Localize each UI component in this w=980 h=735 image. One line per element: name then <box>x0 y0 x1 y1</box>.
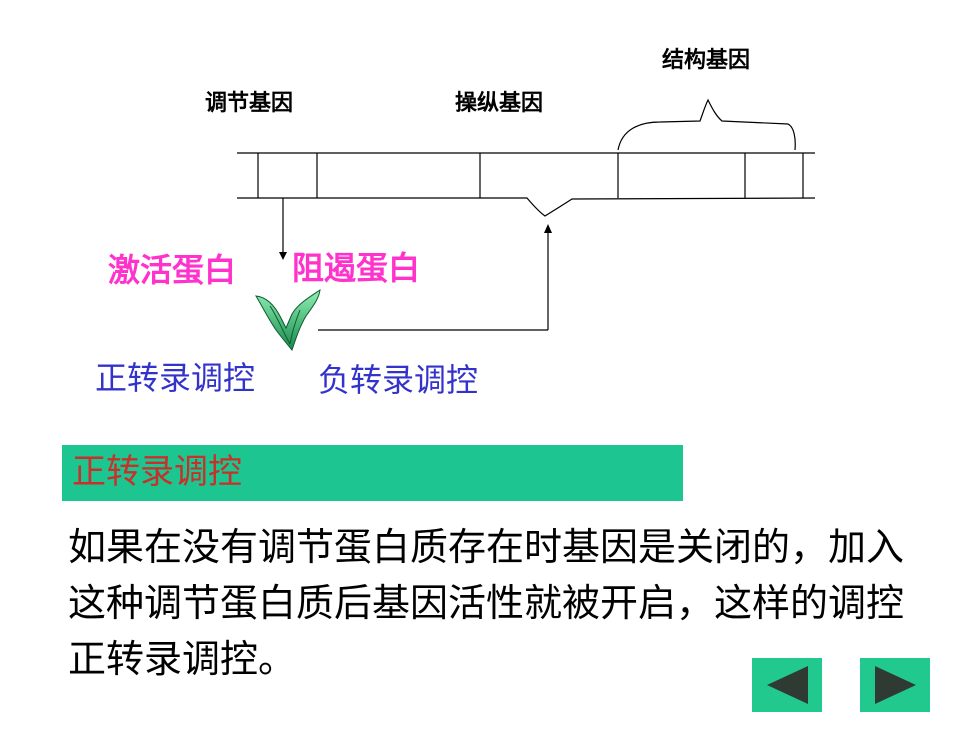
left-triangle-shape <box>767 666 808 704</box>
right-triangle-shape <box>875 666 916 704</box>
operator-gene-label: 操纵基因 <box>455 90 544 115</box>
banner-title: 正转录调控 <box>72 454 242 491</box>
section-banner: 正转录调控 <box>62 445 683 501</box>
structural-gene-label: 结构基因 <box>662 47 751 72</box>
regulatory-gene-label: 调节基因 <box>205 90 294 115</box>
structural-gene-brace <box>617 98 796 151</box>
paragraph-line: 这种调节蛋白质后基因活性就被开启，这样的调控 <box>68 581 905 625</box>
protein-inner-fold <box>269 305 301 345</box>
left-triangle-icon <box>752 658 822 712</box>
activator-protein-label: 激活蛋白 <box>108 252 237 288</box>
down-arrowhead <box>279 252 287 260</box>
paragraph-line: 如果在没有调节蛋白质存在时基因是关闭的，加入 <box>68 525 905 569</box>
regulatory-protein-shape <box>255 288 321 352</box>
explanation-paragraph: 如果在没有调节蛋白质存在时基因是关闭的，加入 这种调节蛋白质后基因活性就被开启，… <box>68 519 928 687</box>
paragraph-line: 正转录调控。 <box>68 637 297 681</box>
up-arrowhead <box>544 224 552 233</box>
previous-slide-button[interactable] <box>752 658 822 712</box>
right-triangle-icon <box>860 658 930 712</box>
positive-regulation-label: 正转录调控 <box>95 360 256 396</box>
dna-bottom-line <box>237 197 816 217</box>
next-slide-button[interactable] <box>860 658 930 712</box>
negative-regulation-label: 负转录调控 <box>318 362 479 398</box>
repressor-protein-label: 阻遏蛋白 <box>292 250 421 286</box>
